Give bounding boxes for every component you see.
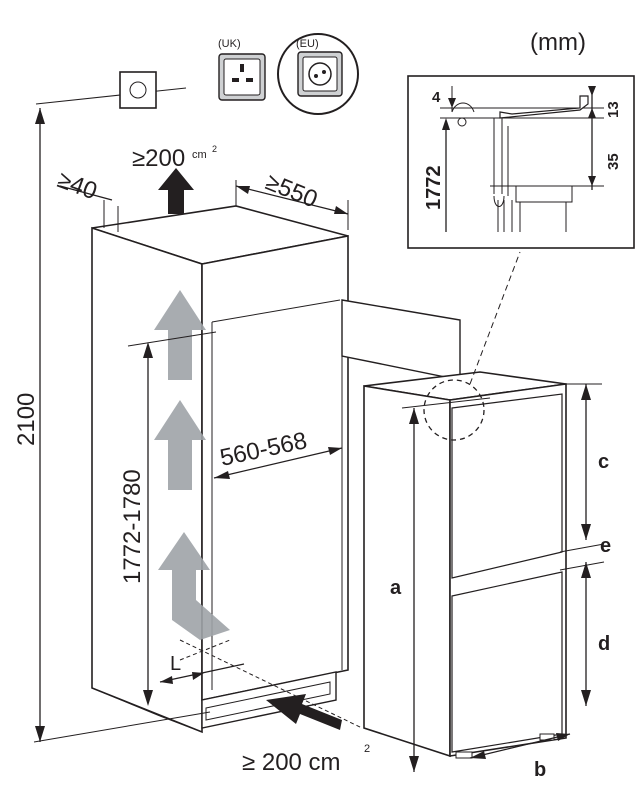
detail-inset	[407, 75, 635, 249]
bottom-vent-arrow-icon	[266, 694, 342, 730]
detail-dim-4: 4	[432, 89, 441, 106]
dashed-floor-line	[179, 639, 363, 729]
detail-marker-circle	[423, 379, 485, 441]
wall-socket-icon	[119, 71, 157, 109]
detail-leader-line	[469, 251, 521, 385]
fridge-appliance	[363, 371, 567, 759]
uk-socket-label: (UK)	[218, 38, 241, 50]
dimension-b	[469, 733, 571, 759]
dimension-rear-gap	[59, 185, 119, 232]
rear-gap-label: ≥40	[54, 166, 101, 205]
dimension-depth	[235, 180, 349, 230]
dimension-niche-height	[127, 331, 217, 706]
niche-cabinet	[91, 205, 349, 734]
label-d: d	[598, 633, 610, 655]
dimension-niche-width	[213, 447, 343, 479]
plinth-label: L	[170, 653, 181, 675]
top-vent-arrow-icon	[158, 168, 194, 214]
airflow-arrow-top	[154, 290, 206, 380]
overall-height-label: 2100	[13, 393, 40, 446]
bottom-vent-label: ≥ 200 cm	[242, 749, 341, 776]
detail-dim-13: 13	[605, 101, 622, 118]
label-a: a	[390, 577, 402, 599]
uk-socket-icon	[218, 53, 266, 101]
units-label: (mm)	[530, 29, 586, 56]
top-vent-superscript: 2	[212, 144, 217, 154]
airflow-arrows	[154, 290, 230, 640]
dimension-c-e-d	[559, 383, 605, 706]
label-c: c	[598, 451, 609, 473]
dimension-2100	[35, 108, 45, 742]
detail-dim-35: 35	[605, 153, 622, 170]
wall-reference-line	[35, 87, 187, 105]
airflow-arrow-bottom	[158, 532, 230, 640]
niche-height-label: 1772-1780	[119, 469, 146, 584]
detail-height-label: 1772	[423, 166, 445, 211]
eu-socket-icon	[277, 33, 359, 115]
top-vent-unit: cm	[192, 149, 207, 161]
depth-label: ≥550	[262, 169, 321, 214]
label-e: e	[600, 535, 611, 557]
top-vent-value: ≥200	[132, 145, 185, 172]
label-b: b	[534, 759, 546, 781]
bottom-vent-superscript: 2	[364, 743, 370, 755]
dimension-plinth	[159, 639, 245, 684]
eu-socket-label: (EU)	[296, 38, 319, 50]
dimension-a	[401, 397, 491, 772]
cabinet-door	[341, 299, 461, 670]
airflow-arrow-middle	[154, 400, 206, 490]
floor-line	[33, 711, 211, 743]
